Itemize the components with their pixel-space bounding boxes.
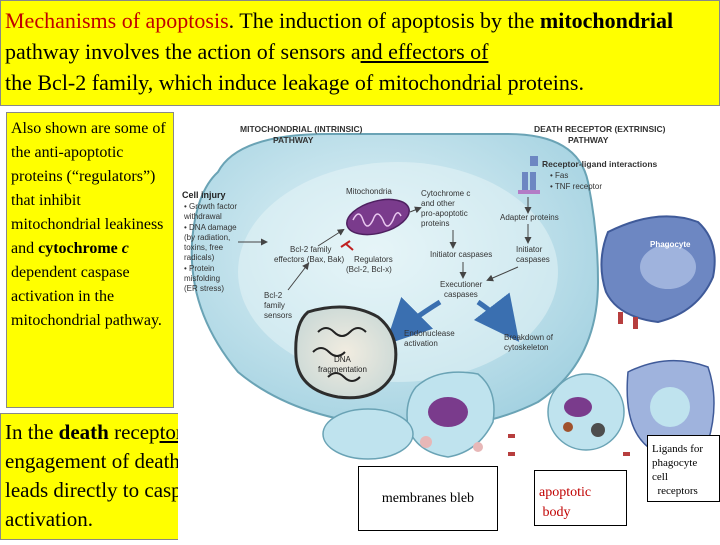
- executioner-caspases-label: Executioner caspases: [440, 280, 483, 299]
- adapter-proteins-label: Adapter proteins: [500, 213, 559, 222]
- receptor-item: • Fas: [550, 171, 568, 180]
- death-header: DEATH RECEPTOR (EXTRINSIC): [534, 124, 666, 134]
- breakdown-line: Breakdown of: [504, 333, 554, 342]
- apoptotic-line: body: [539, 505, 571, 520]
- endonuclease-line: Endonuclease: [404, 329, 455, 338]
- ligand-marks: [508, 434, 630, 456]
- injury-item: • DNA damage: [184, 223, 237, 232]
- cytochrome-line: proteins: [421, 219, 449, 228]
- endonuclease-line: activation: [404, 339, 438, 348]
- title-rest1: pathway involves the action of sensors a: [5, 39, 361, 64]
- bottom-text-bold: death: [58, 420, 109, 444]
- receptor-ligand-label: Receptor-ligand interactions: [542, 159, 658, 169]
- regulators-line: (Bcl-2, Bcl-x): [346, 265, 392, 274]
- executioner-line: caspases: [444, 290, 478, 299]
- left-text-p1: Also shown are some of the anti-apoptoti…: [11, 120, 166, 257]
- cytochrome-line: Cytochrome c: [421, 189, 470, 198]
- left-text-italic: c: [121, 240, 129, 257]
- left-explanation-box: Also shown are some of the anti-apoptoti…: [6, 112, 174, 408]
- dna-frag-line: DNA: [334, 355, 352, 364]
- bcl2-effectors-label: Bcl-2 family effectors (Bax, Bak): [274, 245, 344, 264]
- apoptotic-body-label: apoptotic body: [534, 470, 627, 526]
- receptor-icon: [518, 156, 540, 194]
- bcl2-sensors-line: sensors: [264, 311, 292, 320]
- initiator-right-line: caspases: [516, 255, 550, 264]
- cytochrome-line: pro-apoptotic: [421, 209, 468, 218]
- ligands-line: cell: [652, 471, 668, 483]
- injury-item: withdrawal: [183, 212, 222, 221]
- apoptotic-body-icon: [547, 373, 625, 451]
- receptor-item: • TNF receptor: [550, 182, 602, 191]
- regulators-label: Regulators (Bcl-2, Bcl-x): [346, 255, 393, 274]
- ligands-line: Ligands for: [652, 443, 704, 455]
- ligands-label: Ligands for phagocyte cell receptors: [647, 435, 720, 502]
- mito-header: MITOCHONDRIAL (INTRINSIC): [240, 124, 363, 134]
- dna-frag-line: fragmentation: [318, 365, 367, 374]
- initiator-right-line: Initiator: [516, 245, 543, 254]
- title-lead: . The induction of apoptosis by the: [228, 8, 540, 33]
- fragment-cell: [322, 408, 414, 460]
- dna-fragmentation-label: DNA fragmentation: [318, 355, 367, 374]
- mitochondrion-icon: [346, 198, 410, 236]
- title-bold-term: mitochondrial: [539, 8, 674, 33]
- ligands-line: phagocyte: [652, 457, 698, 469]
- injury-item: (by radiation,: [184, 233, 230, 242]
- cell-injury-label: Cell injury: [182, 190, 226, 200]
- left-text-bold: cytochrome: [38, 240, 122, 257]
- mitochondria-label: Mitochondria: [346, 187, 392, 196]
- cytochrome-label: Cytochrome c and other pro-apoptotic pro…: [421, 189, 470, 228]
- injury-item: • Growth factor: [184, 202, 237, 211]
- endonuclease-label: Endonuclease activation: [404, 329, 455, 348]
- injury-item: toxins, free: [184, 243, 224, 252]
- ligands-line: receptors: [652, 485, 698, 497]
- initiator-caspases-left: Initiator caspases: [430, 250, 492, 259]
- title-rest2: the Bcl-2 family, which induce leakage o…: [5, 70, 584, 95]
- bcl2-sensors-line: Bcl-2: [264, 291, 283, 300]
- mito-header-2: PATHWAY: [273, 135, 314, 145]
- membranes-bleb-label: membranes bleb: [358, 466, 498, 531]
- title-heading: Mechanisms of apoptosis: [5, 8, 229, 33]
- phagocyte-icon: [600, 215, 716, 329]
- regulators-line: Regulators: [354, 255, 393, 264]
- phagocyte-label: Phagocyte: [650, 240, 691, 249]
- breakdown-label: Breakdown of cytoskeleton: [504, 333, 554, 352]
- bottom-text-p2: recep: [108, 420, 160, 444]
- title-underlined: nd effectors of: [360, 39, 489, 64]
- left-text-p2: dependent caspase activation in the mito…: [11, 264, 162, 329]
- blebbing-cell-icon: [406, 371, 495, 458]
- executioner-line: Executioner: [440, 280, 483, 289]
- initiator-caspases-right: Initiator caspases: [516, 245, 550, 264]
- breakdown-line: cytoskeleton: [504, 343, 548, 352]
- cell-injury-list: • Growth factor withdrawal • DNA damage …: [183, 202, 237, 293]
- bcl2-effectors-line: Bcl-2 family: [290, 245, 331, 254]
- apoptotic-line: apoptotic: [539, 485, 592, 500]
- death-header-2: PATHWAY: [568, 135, 609, 145]
- bottom-text-p1: In the: [5, 420, 59, 444]
- title-box: Mechanisms of apoptosis. The induction o…: [0, 0, 720, 106]
- bcl2-sensors-label: Bcl-2 family sensors: [264, 291, 292, 320]
- injury-item: • Protein: [184, 264, 214, 273]
- apoptosis-diagram: MITOCHONDRIAL (INTRINSIC) PATHWAY DEATH …: [182, 124, 716, 460]
- injury-item: misfolding: [184, 274, 220, 283]
- injury-item: radicals): [184, 253, 215, 262]
- phagocytosed-cell-icon: [626, 359, 715, 455]
- nucleus-icon: [294, 305, 398, 400]
- injury-item: (ER stress): [184, 284, 224, 293]
- cytochrome-line: and other: [421, 199, 455, 208]
- bcl2-effectors-line: effectors (Bax, Bak): [274, 255, 344, 264]
- bcl2-sensors-line: family: [264, 301, 285, 310]
